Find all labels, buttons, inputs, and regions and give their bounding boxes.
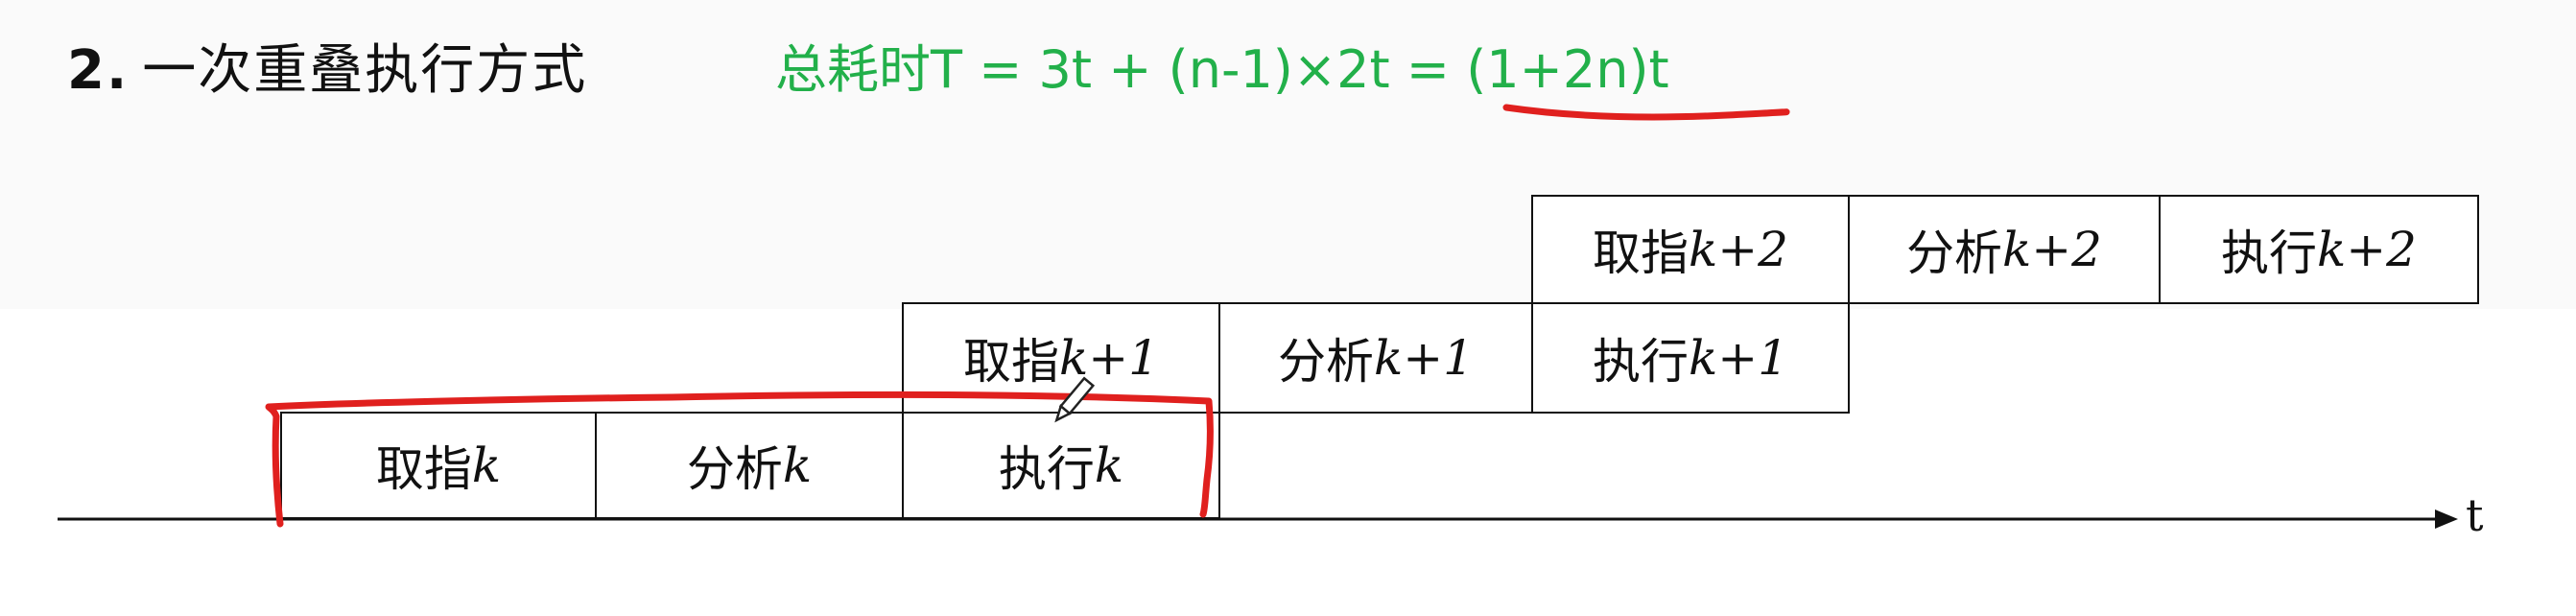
stage-index: k+1 [1058, 330, 1159, 386]
stage-index: k+1 [1688, 330, 1788, 386]
stage-label: 取指 [1592, 225, 1689, 281]
pencil-cursor-icon [1054, 376, 1096, 423]
stage-index: k+2 [1688, 222, 1788, 277]
stage-label: 取指 [962, 334, 1059, 390]
slide-title: 2.一次重叠执行方式 [67, 27, 587, 105]
stage-label: 分析 [1277, 334, 1374, 390]
stage-label: 分析 [686, 441, 783, 497]
stage-label: 取指 [375, 441, 472, 497]
annotation-bracket [265, 391, 1214, 528]
stage-label: 执行 [2220, 225, 2317, 281]
time-axis-arrowhead [2435, 509, 2458, 529]
title-text: 一次重叠执行方式 [142, 39, 588, 102]
stage-index: k [471, 438, 502, 493]
time-axis-label: t [2466, 489, 2484, 541]
stage-index: k+2 [2001, 222, 2102, 277]
annotation-underline [1502, 104, 1790, 121]
stage-index: k [1094, 438, 1124, 493]
stage-index: k [782, 438, 813, 493]
total-time-formula: 总耗时T = 3t + (n-1)×2t = (1+2n)t [775, 39, 1669, 100]
stage-label: 执行 [998, 441, 1095, 497]
title-number: 2. [67, 39, 130, 102]
stage-label: 分析 [1905, 225, 2002, 281]
stage-label: 执行 [1592, 334, 1689, 390]
stage-index: k+1 [1373, 330, 1474, 386]
stage-index: k+2 [2316, 222, 2417, 277]
